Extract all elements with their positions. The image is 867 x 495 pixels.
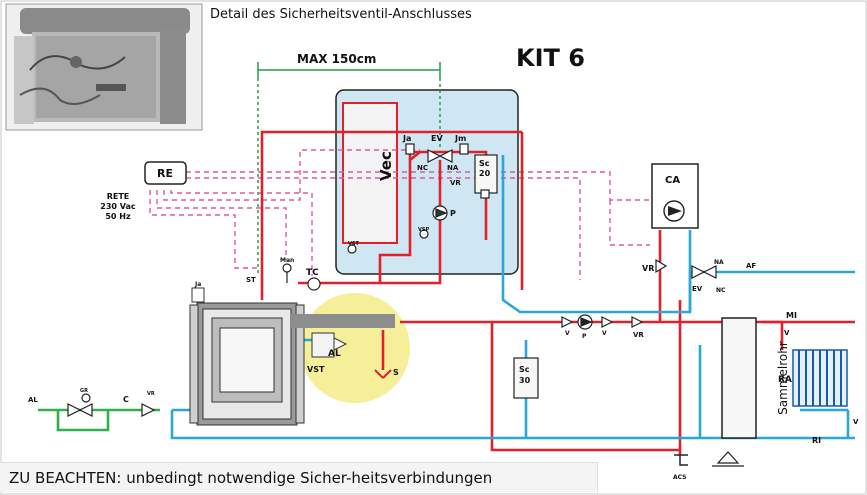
nc-right-label: NC <box>716 287 726 294</box>
mi-label: MI <box>786 311 797 320</box>
footer-note: ZU BEACHTEN: unbedingt notwendige Sicher… <box>0 462 598 492</box>
nc-top-label: NC <box>417 164 428 172</box>
safety-valve-icon <box>311 332 392 379</box>
c-label: C <box>123 395 129 404</box>
radiator-icon <box>792 349 848 407</box>
v-mi-label: V <box>784 329 790 337</box>
ev-right-label: EV <box>692 285 703 293</box>
vec-vessel <box>342 102 398 244</box>
boiler-sensors <box>282 263 321 291</box>
ja-top-label: Ja <box>402 134 411 143</box>
na-right-label: NA <box>714 259 724 266</box>
inlet-valves <box>67 393 156 417</box>
vr-top-label: VR <box>450 179 461 187</box>
na-top-label: NA <box>447 164 459 172</box>
rete-label-1: RETE <box>107 192 130 201</box>
vr-ca-label: VR <box>642 264 654 273</box>
pellet-boiler <box>189 287 395 426</box>
sc-mid-label-2: 30 <box>519 376 531 385</box>
p-mid-label: P <box>582 333 587 340</box>
jm-label: Jm <box>454 134 466 143</box>
gas-boiler <box>651 163 699 229</box>
hot-water-pipes <box>260 130 855 455</box>
gr-label: GR <box>80 388 88 394</box>
vsp-label: VSP <box>418 227 429 233</box>
ca-label: CA <box>665 175 680 186</box>
acs-label: ACS <box>673 474 686 481</box>
vr-mid-label: VR <box>633 331 644 339</box>
st-label: ST <box>246 276 256 284</box>
water-inlet <box>38 408 160 432</box>
man-label: Man <box>280 257 294 264</box>
v-ri-label: V <box>853 418 859 426</box>
rete-label-2: 230 Vac <box>100 202 136 211</box>
control-unit-box <box>144 161 187 185</box>
al-inlet-label: AL <box>28 396 38 404</box>
v-right-label: V <box>602 330 607 337</box>
tank-fittings <box>347 143 498 254</box>
vst-tank-label: VST <box>348 241 359 247</box>
ra-label: RA <box>778 375 792 385</box>
p-top-label: P <box>450 209 456 218</box>
af-label: AF <box>746 262 756 270</box>
sc-top-label-1: Sc <box>479 159 490 168</box>
sc-top-label-2: 20 <box>479 169 491 178</box>
vst-label: VST <box>307 365 325 374</box>
tc-label: TC <box>306 268 319 278</box>
vr-inlet-label: VR <box>147 391 155 397</box>
ground-icon <box>712 451 744 467</box>
re-label: RE <box>157 167 173 180</box>
kit-title: KIT 6 <box>516 44 585 72</box>
al-valve-label: AL <box>328 349 341 359</box>
s-label: S <box>393 368 399 377</box>
header-caption: Detail des Sicherheitsventil-Anschlusses <box>210 7 472 22</box>
max-distance-marker <box>257 62 441 275</box>
sammelrohr-label: Sammelrohr <box>776 341 790 415</box>
ja-boiler-label: Ja <box>194 281 201 288</box>
rete-label-3: 50 Hz <box>105 212 131 221</box>
control-wiring <box>149 149 650 280</box>
diagram-labels: MAX 150cm RE RETE 230 Vac 50 Hz Vec Ja E… <box>28 52 859 481</box>
collector-tube <box>721 317 757 439</box>
mixing-valves <box>513 258 717 399</box>
v-left-label: V <box>565 330 570 337</box>
tap-icon <box>674 454 688 466</box>
sc-mid-label-1: Sc <box>519 365 530 374</box>
vec-label: Vec <box>377 151 395 181</box>
safety-valve-photo <box>5 3 203 131</box>
ri-label: RI <box>812 436 821 445</box>
dimension-label: MAX 150cm <box>297 52 376 66</box>
ev-top-label: EV <box>431 134 443 143</box>
